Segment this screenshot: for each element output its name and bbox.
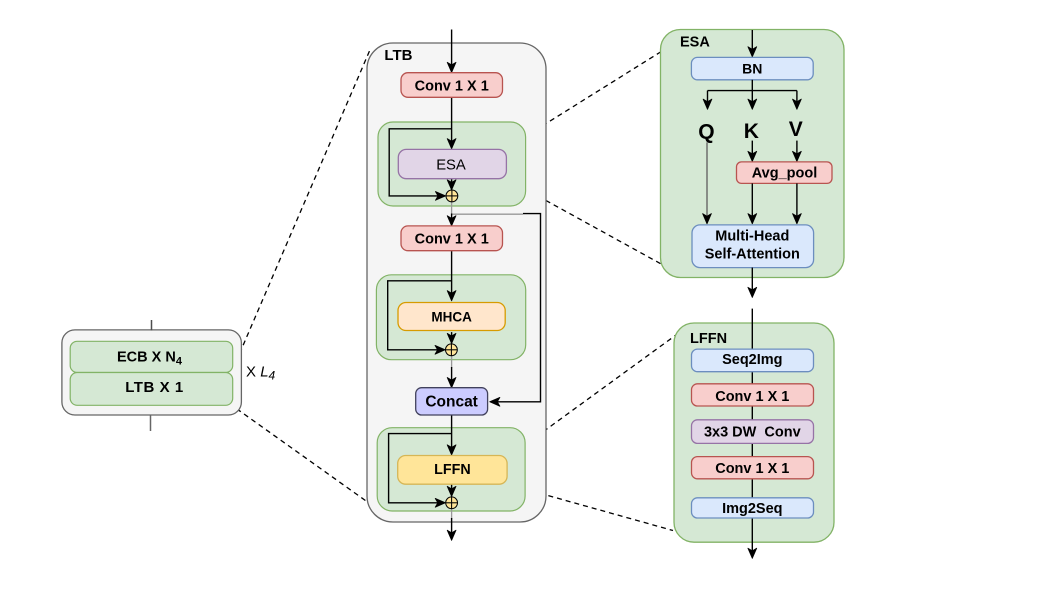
svg-text:Concat: Concat — [425, 394, 478, 411]
svg-text:Multi-Head: Multi-Head — [715, 228, 789, 244]
svg-text:Q: Q — [698, 121, 714, 144]
svg-text:BN: BN — [742, 61, 762, 77]
svg-text:Conv 1 X 1: Conv 1 X 1 — [415, 231, 489, 247]
svg-text:K: K — [744, 120, 759, 143]
svg-text:X L4: X L4 — [246, 364, 276, 383]
svg-text:MHCA: MHCA — [431, 309, 472, 324]
svg-text:Conv 1 X 1: Conv 1 X 1 — [715, 389, 789, 405]
svg-text:LFFN: LFFN — [434, 462, 471, 478]
svg-text:LTB: LTB — [384, 47, 412, 64]
svg-text:Conv 1 X 1: Conv 1 X 1 — [715, 461, 789, 477]
svg-text:ECB X N4: ECB X N4 — [117, 350, 183, 368]
svg-text:Img2Seq: Img2Seq — [722, 501, 782, 517]
svg-text:V: V — [789, 118, 803, 141]
svg-text:LFFN: LFFN — [690, 331, 727, 347]
svg-text:Self-Attention: Self-Attention — [705, 247, 800, 263]
svg-text:3x3 DW Conv: 3x3 DW Conv — [704, 424, 801, 440]
svg-text:Seq2Img: Seq2Img — [722, 352, 782, 368]
svg-text:Conv 1 X 1: Conv 1 X 1 — [415, 79, 489, 95]
svg-text:ESA: ESA — [680, 35, 710, 51]
svg-text:ESA: ESA — [436, 157, 466, 173]
svg-text:LTB X 1: LTB X 1 — [125, 379, 184, 396]
svg-text:Avg_pool: Avg_pool — [752, 166, 818, 182]
